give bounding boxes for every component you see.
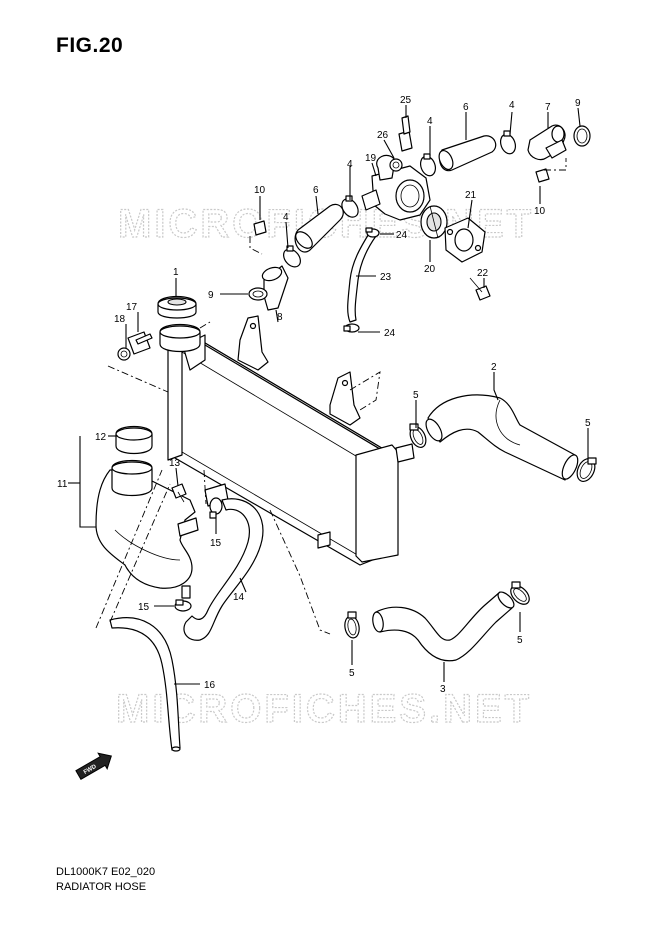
bolt-13[interactable] xyxy=(171,483,187,503)
hose-clamp-5b[interactable] xyxy=(574,456,599,485)
callout-9-b: 9 xyxy=(208,290,214,301)
hose-clamp-4a[interactable] xyxy=(418,153,438,178)
hose-clamp-5d[interactable] xyxy=(507,581,532,608)
callout-24-a: 24 xyxy=(396,230,408,241)
callout-24-b: 24 xyxy=(384,328,396,339)
callout-11: 11 xyxy=(57,479,68,490)
bolt-22[interactable] xyxy=(469,277,491,301)
callout-7: 7 xyxy=(545,102,551,113)
callout-5-a: 5 xyxy=(413,390,419,401)
callout-3: 3 xyxy=(440,684,446,695)
reservoir-inlet-hose[interactable] xyxy=(183,498,264,641)
bolt-10-left[interactable] xyxy=(253,220,267,236)
callout-6-a: 6 xyxy=(463,102,469,113)
overflow-hose[interactable] xyxy=(109,617,181,752)
temperature-sensor[interactable] xyxy=(398,115,413,152)
hose-clamp-5a[interactable] xyxy=(407,423,429,450)
thermostat-cover[interactable] xyxy=(444,217,486,263)
figure-title: FIG.20 xyxy=(56,34,124,57)
hose-clamp-24a[interactable] xyxy=(365,227,380,238)
fan-thermo-switch[interactable] xyxy=(117,331,153,361)
bolt-10-right[interactable] xyxy=(535,168,550,183)
callout-26: 26 xyxy=(377,130,389,141)
thermostat-inlet-hose[interactable] xyxy=(293,203,344,253)
callout-19: 19 xyxy=(365,153,377,164)
o-ring-9-left[interactable] xyxy=(248,287,268,301)
radiator[interactable] xyxy=(159,315,415,566)
callout-10-a: 10 xyxy=(254,185,266,196)
callout-4-a: 4 xyxy=(347,159,353,170)
radiator-upper-hose[interactable] xyxy=(423,394,581,481)
hose-clamp-5c[interactable] xyxy=(343,611,361,639)
forward-arrow-icon: FWD xyxy=(75,752,112,781)
radiator-lower-hose[interactable] xyxy=(371,589,516,662)
callout-1: 1 xyxy=(173,267,179,278)
reservoir-cap[interactable] xyxy=(115,425,153,455)
callout-13: 13 xyxy=(169,458,181,469)
callout-8: 8 xyxy=(277,312,283,323)
callout-4-b: 4 xyxy=(427,116,433,127)
callout-5-d: 5 xyxy=(517,635,523,646)
callout-18: 18 xyxy=(114,314,126,325)
page-subtitle: RADIATOR HOSE xyxy=(56,881,147,893)
washer-26[interactable] xyxy=(389,158,403,172)
callout-4-c: 4 xyxy=(509,100,515,111)
callout-9-a: 9 xyxy=(575,98,581,109)
hose-clamp-4b[interactable] xyxy=(498,130,518,156)
callout-5-b: 5 xyxy=(585,418,591,429)
hose-clamp-15a[interactable] xyxy=(209,497,223,519)
thermostat-outlet-hose[interactable] xyxy=(436,135,497,172)
leader-lines xyxy=(68,105,589,685)
thermostat-housing[interactable] xyxy=(361,154,431,221)
water-outlet-elbow[interactable] xyxy=(527,124,567,161)
callout-16: 16 xyxy=(204,680,216,691)
watermark-bottom: MICROFICHES.NET xyxy=(116,687,532,731)
callout-10-b: 10 xyxy=(534,206,546,217)
hose-clamp-4c[interactable] xyxy=(339,195,362,220)
callout-15-b: 15 xyxy=(138,602,150,613)
model-code: DL1000K7 E02_020 xyxy=(56,866,156,878)
callout-14: 14 xyxy=(233,592,245,603)
thermostat[interactable] xyxy=(420,205,448,239)
radiator-cap[interactable] xyxy=(157,295,197,319)
callout-5-c: 5 xyxy=(349,668,355,679)
reservoir-tank[interactable] xyxy=(95,459,199,599)
callout-6-b: 6 xyxy=(313,185,319,196)
callout-4-d: 4 xyxy=(283,212,289,223)
callout-17: 17 xyxy=(126,302,138,313)
alignment-lines xyxy=(95,158,567,635)
callout-15-a: 15 xyxy=(210,538,222,549)
hose-clamp-24b[interactable] xyxy=(343,323,360,333)
hose-clamp-15b[interactable] xyxy=(174,599,192,612)
callout-25: 25 xyxy=(400,95,412,106)
hose-clamp-4d[interactable] xyxy=(280,245,304,270)
callout-2: 2 xyxy=(491,362,497,373)
callout-12: 12 xyxy=(95,432,107,443)
water-inlet-pipe[interactable] xyxy=(261,265,289,311)
callout-labels: 1 2 3 4 4 4 4 5 5 5 5 6 6 7 8 9 9 10 10 … xyxy=(57,95,591,695)
o-ring-9-right[interactable] xyxy=(573,125,591,147)
bypass-hose[interactable] xyxy=(347,231,377,323)
callout-20: 20 xyxy=(424,264,436,275)
callout-23: 23 xyxy=(380,272,392,283)
callout-21: 21 xyxy=(465,190,477,201)
callout-22: 22 xyxy=(477,268,489,279)
